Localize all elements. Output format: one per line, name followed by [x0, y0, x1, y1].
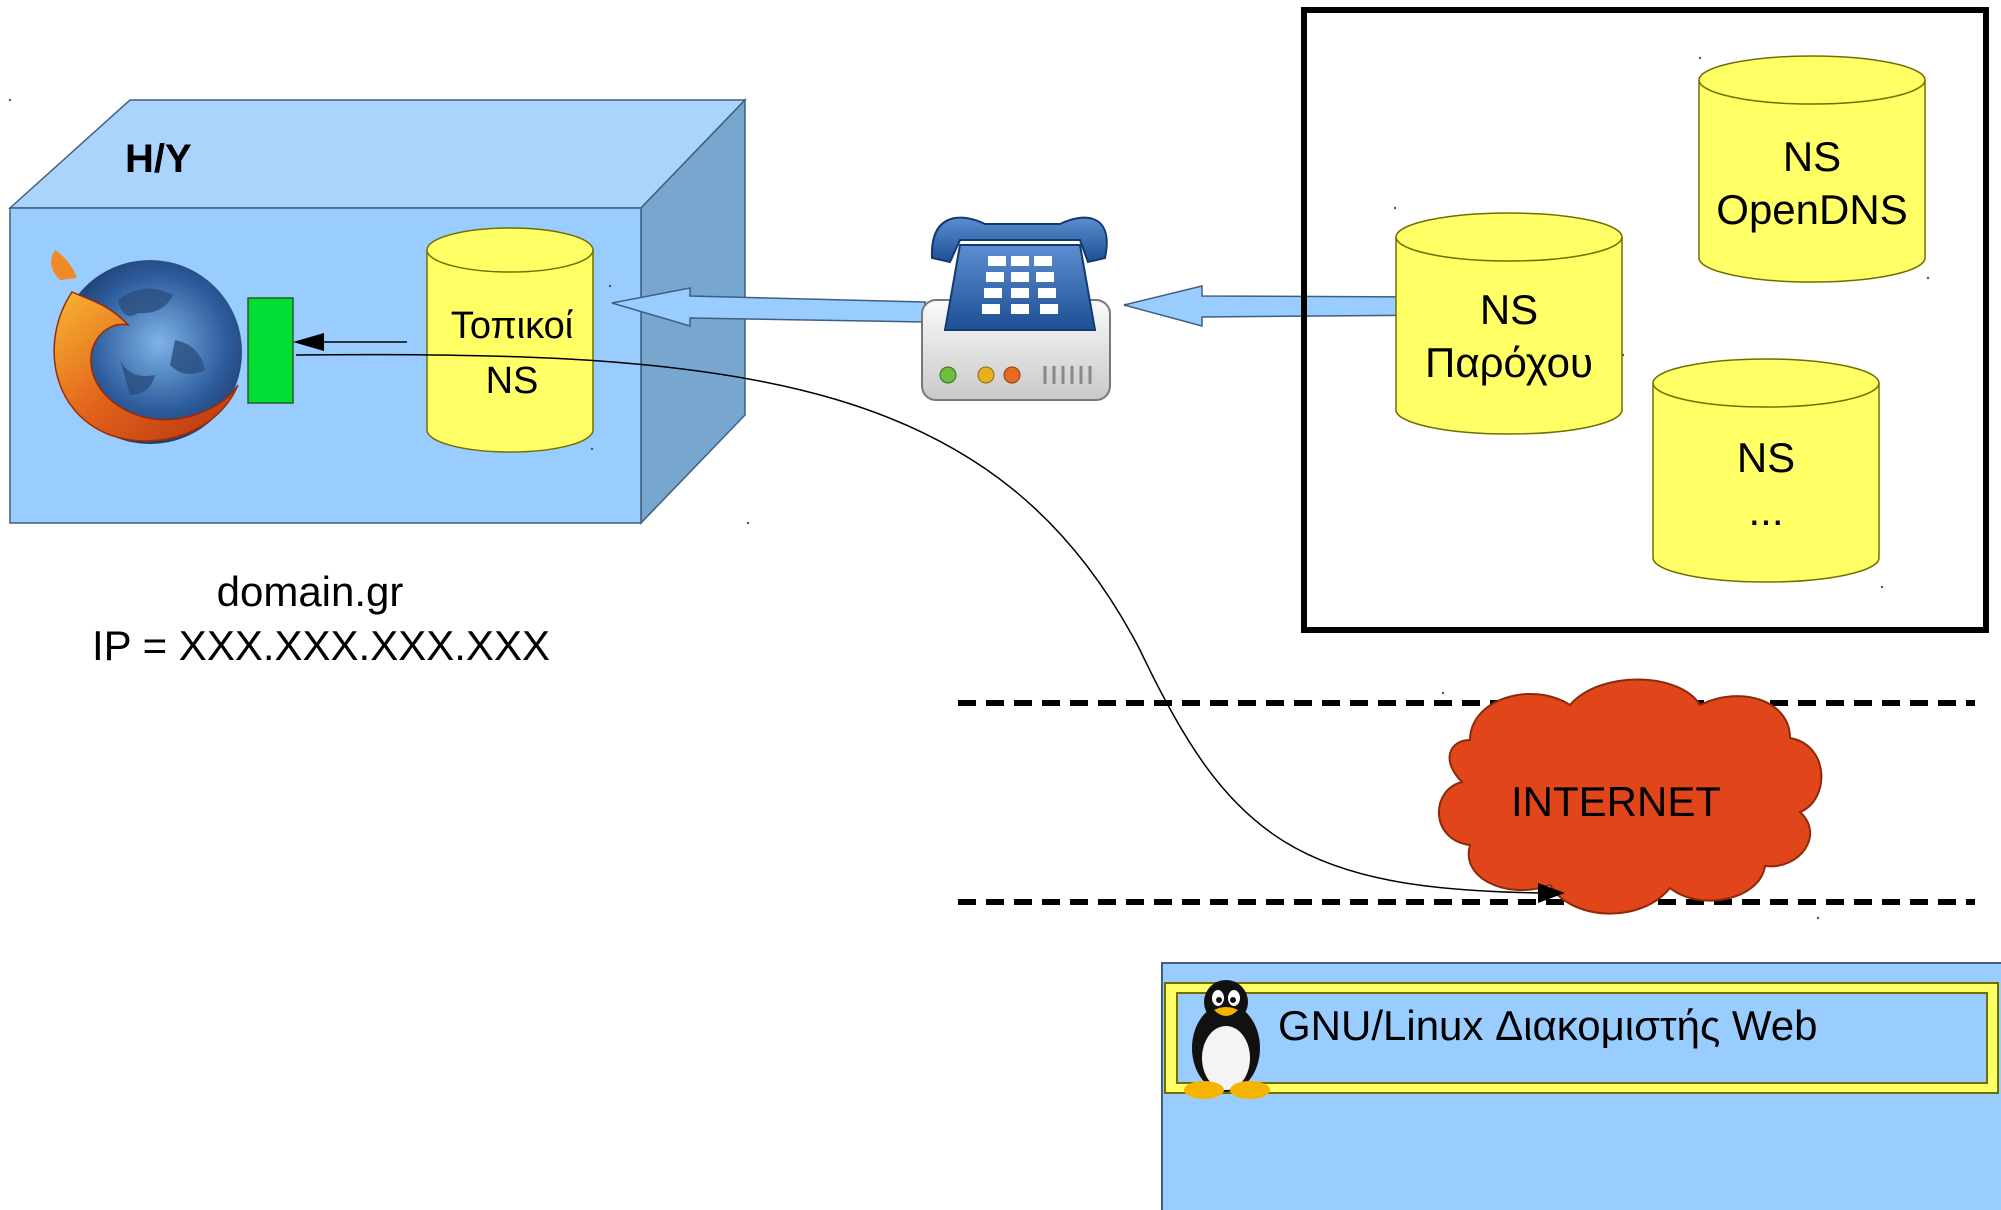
opendns-ns-cylinder: NS OpenDNS — [1698, 55, 1926, 283]
other-ns-line1: NS — [1737, 434, 1795, 481]
other-ns-line2: ... — [1748, 487, 1783, 534]
tux-penguin-icon — [1184, 980, 1270, 1099]
domain-caption-line2: IP = XXX.XXX.XXX.XXX — [92, 622, 550, 669]
web-server-title: GNU/Linux Διακομιστής Web — [1278, 1002, 1818, 1049]
local-ns-label-line2: NS — [486, 360, 539, 402]
browser-resolver-plug — [247, 297, 294, 404]
internet-cloud: INTERNET — [1438, 678, 1823, 915]
browser-to-internet-connector — [295, 353, 1565, 903]
arrow-provider-to-modem — [1123, 285, 1443, 327]
arrow-localns-to-browser — [293, 333, 407, 351]
firefox-icon — [51, 250, 242, 444]
internet-label: INTERNET — [1511, 778, 1721, 825]
phone-modem-icon — [921, 216, 1111, 401]
computer-box-top — [8, 99, 747, 209]
dns-servers-frame — [1301, 7, 1989, 633]
provider-ns-cylinder: NS Παρόχου — [1395, 212, 1623, 435]
opendns-ns-line2: OpenDNS — [1716, 186, 1907, 233]
provider-ns-line1: NS — [1480, 286, 1538, 333]
domain-caption-line1: domain.gr — [217, 568, 404, 615]
opendns-ns-line1: NS — [1783, 133, 1841, 180]
web-server-box: GNU/Linux Διακομιστής Web — [1161, 962, 2001, 1210]
stray-dots — [8, 56, 1930, 920]
local-ns-cylinder: Τοπικοί NS — [426, 227, 594, 453]
computer-label: H/Y — [125, 137, 192, 181]
local-ns-label-line1: Τοπικοί — [451, 305, 574, 347]
provider-ns-line2: Παρόχου — [1425, 339, 1593, 386]
other-ns-cylinder: NS ... — [1652, 358, 1880, 583]
